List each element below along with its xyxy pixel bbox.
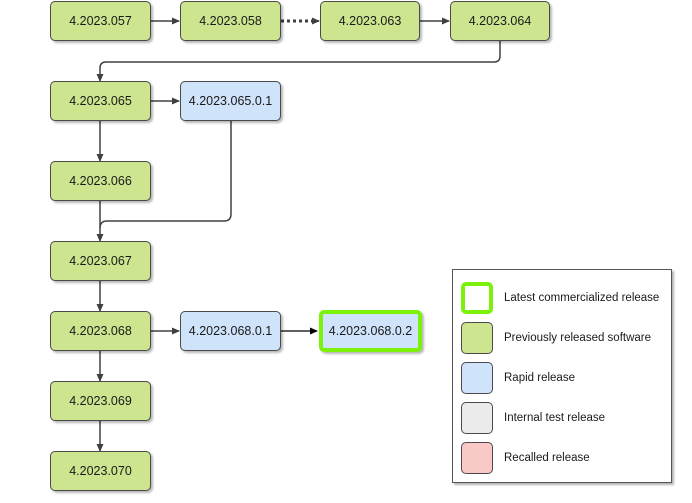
legend-label: Rapid release (504, 372, 575, 384)
legend-item-rapid: Rapid release (453, 362, 671, 394)
node-4-2023-065-0-1: 4.2023.065.0.1 (180, 81, 281, 121)
legend-item-internal: Internal test release (453, 402, 671, 434)
node-4-2023-069: 4.2023.069 (50, 381, 151, 421)
node-4-2023-067: 4.2023.067 (50, 241, 151, 281)
node-4-2023-066: 4.2023.066 (50, 161, 151, 201)
node-label: 4.2023.068 (69, 324, 132, 338)
node-label: 4.2023.067 (69, 254, 132, 268)
legend: Latest commercialized release Previously… (452, 269, 672, 483)
node-4-2023-068-0-1: 4.2023.068.0.1 (180, 311, 281, 351)
node-label: 4.2023.064 (468, 14, 532, 28)
edge-064-065 (96, 41, 501, 82)
legend-swatch-rapid (461, 362, 493, 394)
node-label: 4.2023.069 (69, 394, 132, 408)
node-label: 4.2023.066 (69, 174, 132, 188)
legend-swatch-released (461, 322, 493, 354)
legend-swatch-internal (461, 402, 493, 434)
node-label: 4.2023.057 (69, 14, 132, 28)
legend-item-recalled: Recalled release (453, 442, 671, 474)
node-label: 4.2023.065.0.1 (188, 94, 273, 108)
legend-swatch-latest (461, 282, 493, 314)
legend-label: Internal test release (504, 412, 606, 424)
node-4-2023-068: 4.2023.068 (50, 311, 151, 351)
legend-label: Previously released software (504, 332, 652, 344)
node-4-2023-063: 4.2023.063 (320, 1, 420, 41)
legend-item-released: Previously released software (453, 322, 671, 354)
legend-item-latest: Latest commercialized release (453, 282, 671, 314)
node-label: 4.2023.065 (69, 94, 132, 108)
node-4-2023-057: 4.2023.057 (50, 1, 151, 41)
node-label: 4.2023.068.0.2 (328, 324, 413, 338)
node-4-2023-065: 4.2023.065 (50, 81, 151, 121)
node-4-2023-068-0-2: 4.2023.068.0.2 (319, 310, 422, 352)
node-label: 4.2023.058 (199, 14, 262, 28)
edge-065-0-1-067 (99, 121, 232, 229)
node-4-2023-058: 4.2023.058 (180, 1, 281, 41)
node-label: 4.2023.068.0.1 (188, 324, 273, 338)
node-4-2023-064: 4.2023.064 (450, 1, 550, 41)
node-label: 4.2023.063 (338, 14, 402, 28)
node-label: 4.2023.070 (69, 464, 132, 478)
legend-label: Recalled release (504, 452, 590, 464)
node-4-2023-070: 4.2023.070 (50, 451, 151, 491)
legend-label: Latest commercialized release (504, 292, 660, 304)
legend-swatch-recalled (461, 442, 493, 474)
